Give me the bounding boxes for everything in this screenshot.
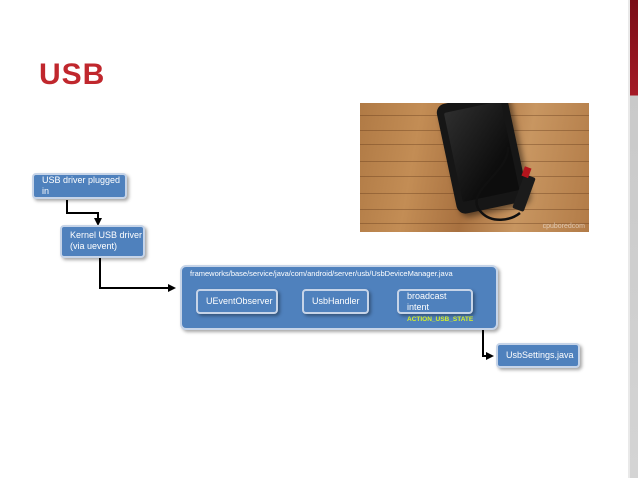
node-kernel-usb-driver: Kernel USB driver (via uevent) <box>60 225 145 258</box>
node-kernel-line1: Kernel USB driver <box>70 230 143 240</box>
node-usb-plugged-in: USB driver plugged in <box>32 173 127 199</box>
intent-action-label: ACTION_USB_STATE <box>407 316 474 323</box>
node-kernel-line2: (via uevent) <box>70 241 118 251</box>
arrow-plugged-to-kernel <box>66 200 102 226</box>
node-usb-settings-label: UsbSettings.java <box>506 350 574 360</box>
arrow-kernel-to-service <box>99 258 176 292</box>
node-uevent-observer: UEventObserver <box>196 289 278 314</box>
node-broadcast-intent-label: broadcast intent <box>407 290 447 312</box>
node-usb-handler: UsbHandler <box>302 289 369 314</box>
tablet-usb-photo: cpuboredcom <box>360 103 589 232</box>
node-broadcast-intent: broadcast intent <box>397 289 473 314</box>
node-usb-handler-label: UsbHandler <box>312 296 360 306</box>
slide-right-accent-bar <box>628 0 638 478</box>
usb-cable-icon <box>475 146 536 221</box>
node-usb-settings: UsbSettings.java <box>496 343 580 368</box>
node-usb-plugged-in-label: USB driver plugged in <box>42 175 121 196</box>
node-uevent-observer-label: UEventObserver <box>206 296 273 306</box>
photo-watermark: cpuboredcom <box>542 223 585 230</box>
slide-title: USB <box>39 58 106 91</box>
service-file-path: frameworks/base/service/java/com/android… <box>190 269 453 278</box>
